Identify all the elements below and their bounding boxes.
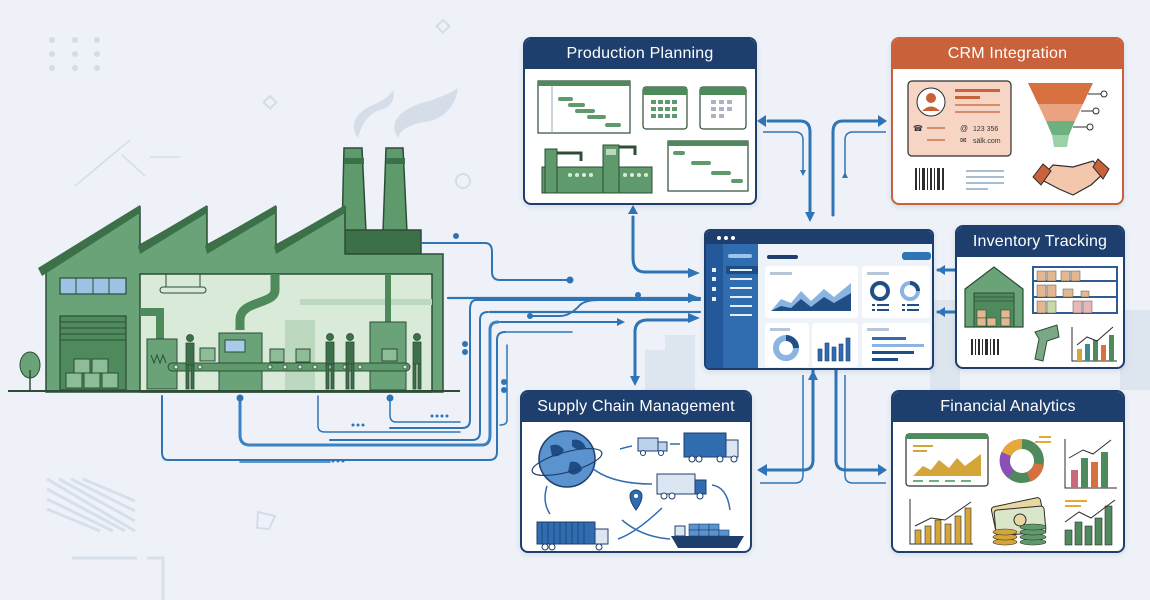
decorative-lines xyxy=(74,139,180,187)
module-production-planning[interactable]: Production Planning xyxy=(523,37,757,205)
barcode-icon xyxy=(915,168,944,190)
area-chart-icon xyxy=(905,433,989,487)
central-dashboard[interactable] xyxy=(704,229,934,370)
calendar-icon xyxy=(699,86,747,130)
sidebar-nav xyxy=(712,254,758,316)
warehouse-icon xyxy=(964,266,1024,328)
sales-funnel-icon xyxy=(1028,83,1108,147)
decorative-corner xyxy=(72,556,165,600)
module-title: CRM Integration xyxy=(893,39,1122,69)
cargo-ship-icon xyxy=(671,523,744,548)
van-icon xyxy=(637,437,668,456)
bar-chart-icon xyxy=(909,499,973,545)
donut-chart-icon xyxy=(999,436,1051,483)
truck-icon xyxy=(683,432,739,463)
crm-email: sälk.com xyxy=(973,138,1001,145)
decorative-dot-grid xyxy=(49,37,100,71)
module-inventory-tracking[interactable]: Inventory Tracking xyxy=(955,225,1125,369)
crm-phone-number: 123 356 xyxy=(973,126,998,133)
module-title: Production Planning xyxy=(525,39,755,69)
dashboard-illustration xyxy=(706,231,932,368)
module-financial-analytics[interactable]: Financial Analytics xyxy=(891,390,1125,553)
supply-chain-illustration xyxy=(531,430,744,551)
crm-illustration: 123 356 sälk.com ☎ @ ✉ xyxy=(907,80,1110,196)
barcode-scanner-icon xyxy=(1034,324,1060,362)
decorative-circle xyxy=(455,173,471,189)
tree-icon xyxy=(19,351,41,390)
bar-chart-icon xyxy=(1064,439,1117,489)
production-illustration xyxy=(537,80,749,194)
globe-icon xyxy=(531,430,603,488)
shelving-icon xyxy=(1032,266,1118,314)
connector-nodes xyxy=(236,233,641,463)
calendar-icon xyxy=(642,86,688,130)
module-title: Supply Chain Management xyxy=(522,392,750,422)
gantt-chart-icon xyxy=(537,80,631,134)
factory-building xyxy=(8,147,460,393)
decorative-diamond xyxy=(262,94,278,111)
money-coins-icon xyxy=(990,497,1047,546)
module-crm-integration[interactable]: CRM Integration 123 356 sälk.com ☎ @ ✉ xyxy=(891,37,1124,205)
inventory-illustration xyxy=(964,266,1118,362)
window-dots xyxy=(717,236,735,240)
barcode-icon xyxy=(971,339,999,355)
svg-text:@: @ xyxy=(960,124,968,133)
svg-text:✉: ✉ xyxy=(960,136,967,145)
finance-illustration xyxy=(905,433,1117,546)
timeline-chart-icon xyxy=(667,140,749,192)
factory-windows xyxy=(59,277,127,295)
contact-card-icon: 123 356 sälk.com ☎ @ ✉ xyxy=(907,80,1012,157)
location-pin-icon xyxy=(629,489,643,511)
module-supply-chain-management[interactable]: Supply Chain Management xyxy=(520,390,752,553)
data-flow-connectors xyxy=(161,242,702,463)
truck-icon xyxy=(656,473,707,500)
svg-text:☎: ☎ xyxy=(913,124,923,133)
factory-workers xyxy=(185,333,422,390)
assembly-machine-icon xyxy=(541,144,653,194)
module-title: Financial Analytics xyxy=(893,392,1123,422)
container-truck-icon xyxy=(536,521,609,551)
decorative-diamond xyxy=(435,18,451,35)
smoke-icon xyxy=(353,88,458,138)
module-title: Inventory Tracking xyxy=(957,227,1123,257)
decorative-square xyxy=(255,510,277,531)
bar-chart-icon xyxy=(1071,326,1117,362)
decorative-hatch xyxy=(46,477,136,533)
handshake-icon xyxy=(1032,158,1110,196)
bar-chart-icon xyxy=(1064,499,1116,546)
